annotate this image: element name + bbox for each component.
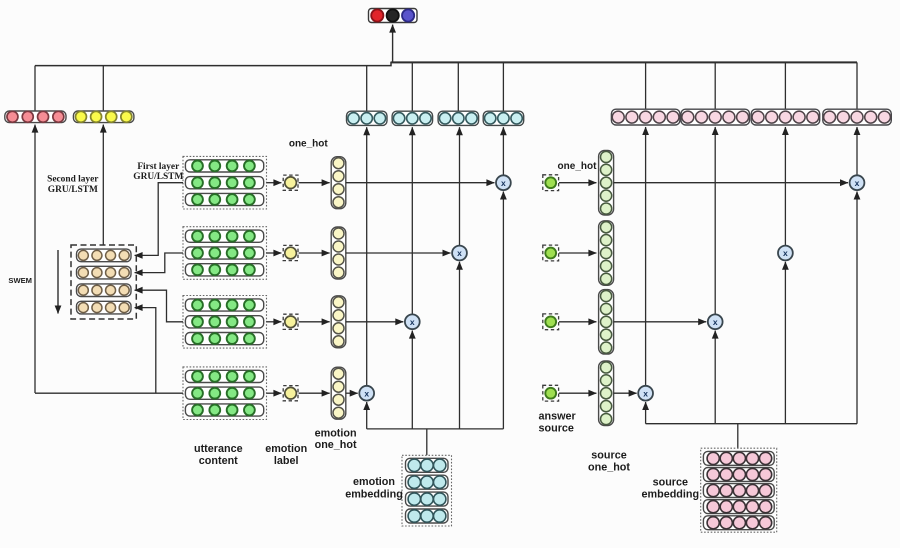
- svg-text:First layer: First layer: [137, 162, 179, 172]
- svg-text:utterance: utterance: [194, 443, 243, 455]
- svg-text:emotion: emotion: [315, 427, 357, 439]
- svg-text:one_hot: one_hot: [588, 461, 630, 473]
- svg-text:x: x: [410, 317, 415, 327]
- svg-text:x: x: [855, 178, 860, 188]
- svg-text:SWEM: SWEM: [8, 276, 32, 285]
- svg-text:embedding: embedding: [642, 489, 700, 501]
- svg-text:one_hot: one_hot: [315, 439, 357, 451]
- svg-text:x: x: [457, 248, 462, 258]
- svg-text:GRU/LSTM: GRU/LSTM: [133, 172, 183, 182]
- svg-text:emotion: emotion: [353, 476, 395, 488]
- svg-text:x: x: [501, 178, 506, 188]
- svg-text:label: label: [274, 455, 299, 467]
- svg-text:x: x: [783, 248, 788, 258]
- svg-text:x: x: [713, 317, 718, 327]
- svg-text:embedding: embedding: [345, 488, 403, 500]
- svg-text:source: source: [539, 422, 574, 434]
- svg-text:answer: answer: [539, 410, 577, 422]
- svg-text:GRU/LSTM: GRU/LSTM: [48, 185, 98, 195]
- svg-text:source: source: [591, 450, 626, 462]
- svg-text:one_hot: one_hot: [558, 161, 598, 172]
- svg-text:content: content: [199, 455, 238, 467]
- svg-text:x: x: [364, 388, 369, 398]
- svg-text:source: source: [653, 476, 688, 488]
- svg-text:x: x: [643, 388, 648, 398]
- svg-text:one_hot: one_hot: [289, 138, 329, 149]
- svg-text:emotion: emotion: [265, 443, 307, 455]
- svg-text:Second layer: Second layer: [47, 175, 98, 185]
